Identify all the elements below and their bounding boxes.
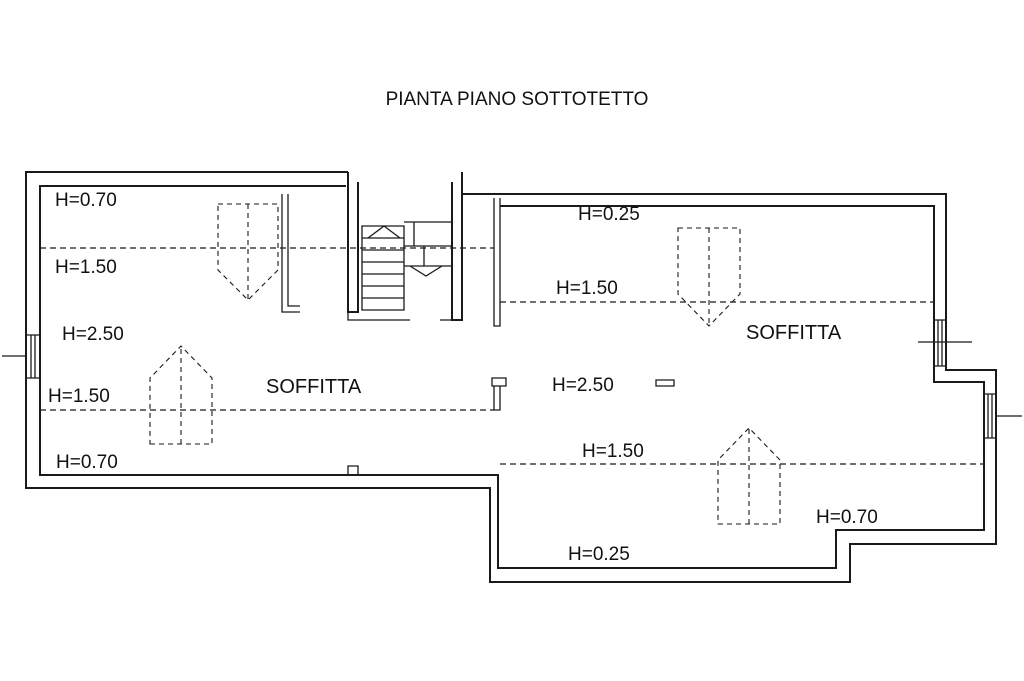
height-label: H=0.70 [56, 452, 118, 473]
height-label: H=1.50 [556, 278, 618, 299]
room-label-left: SOFFITTA [266, 376, 362, 398]
height-label: H=2.50 [62, 324, 124, 345]
height-label: H=1.50 [582, 441, 644, 462]
staircase [361, 221, 452, 311]
chimney [491, 377, 507, 411]
height-label: H=1.50 [55, 257, 117, 278]
left-outer-wall [25, 171, 997, 583]
height-label: H=2.50 [552, 375, 614, 396]
height-label: H=1.50 [48, 386, 110, 407]
right-partition [493, 198, 501, 327]
height-label: H=0.70 [816, 507, 878, 528]
stair-bottom-wall [347, 312, 462, 321]
room-label-right: SOFFITTA [746, 322, 842, 344]
height-label: H=0.70 [55, 190, 117, 211]
stair-left-wall [347, 172, 359, 313]
height-lines [40, 247, 984, 465]
windows [2, 319, 1022, 476]
plan-title: PIANTA PIANO SOTTOTETTO [386, 89, 649, 110]
skylights [149, 203, 781, 525]
partition-wall [281, 194, 300, 313]
height-label: H=0.25 [568, 544, 630, 565]
height-label: H=0.25 [578, 204, 640, 225]
stair-right-wall [451, 172, 463, 321]
